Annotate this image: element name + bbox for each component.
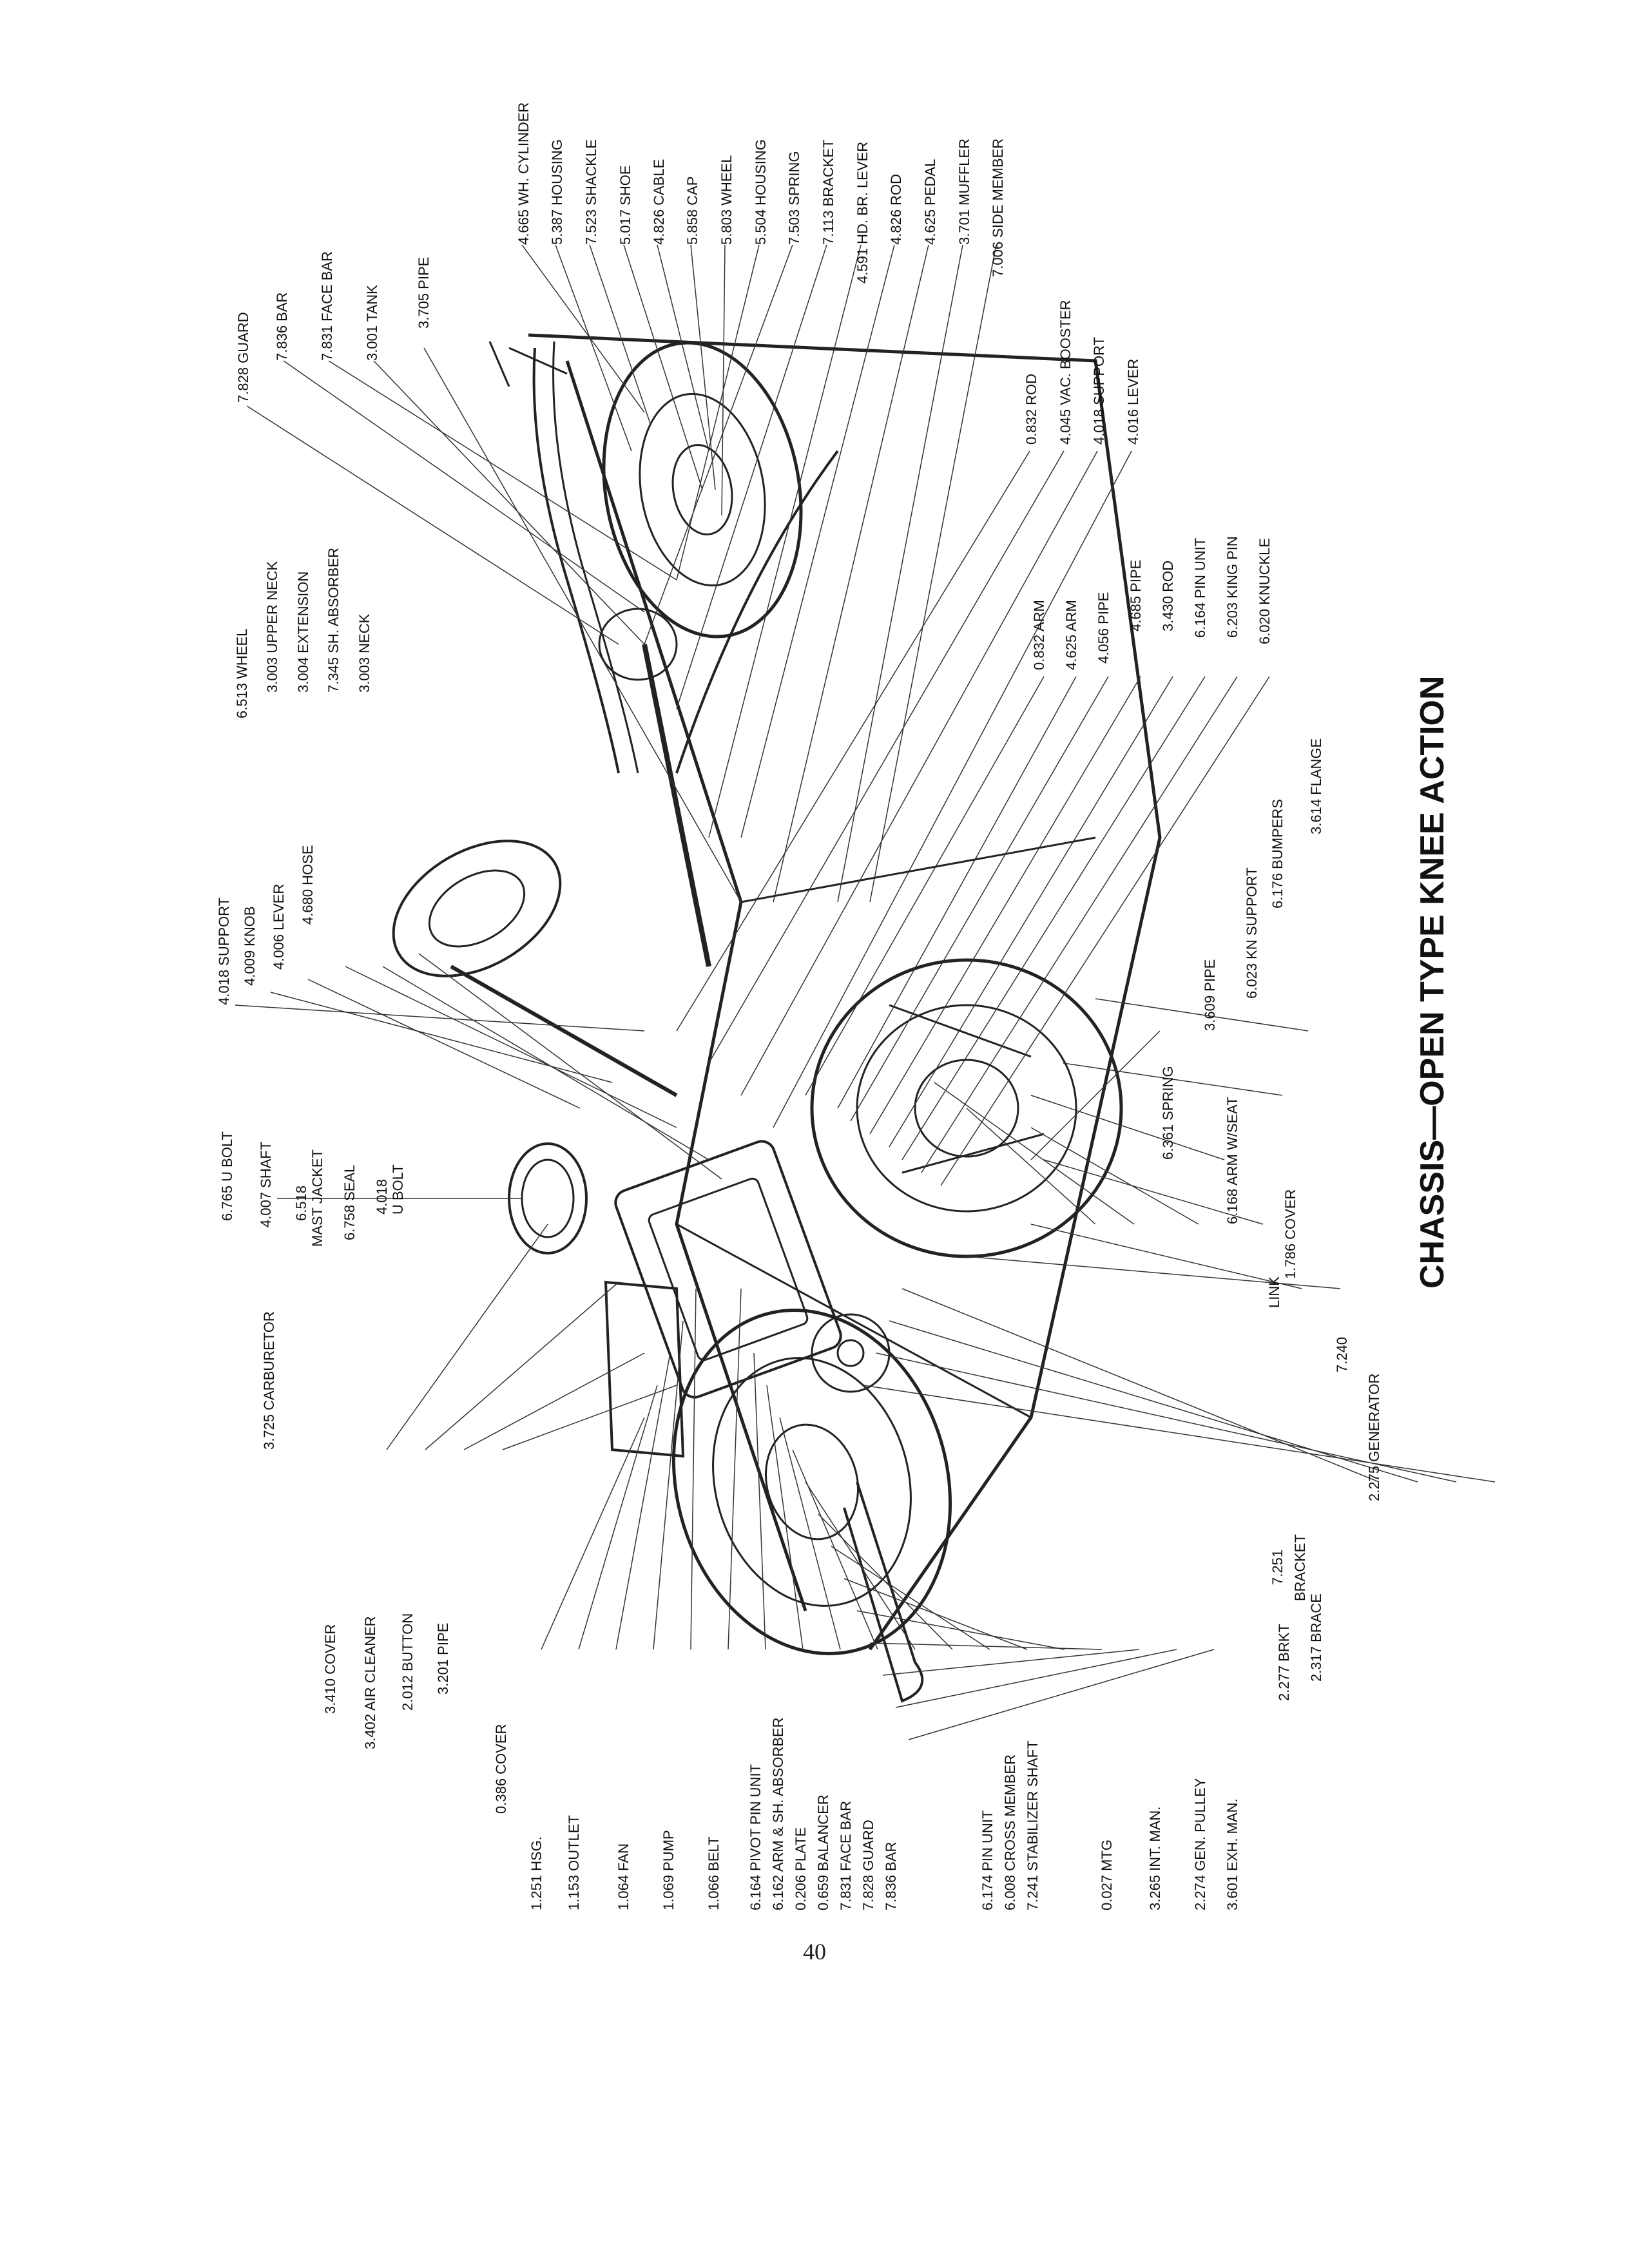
label: 3.004 EXTENSION <box>295 572 311 693</box>
label: 7.523 SHACKLE <box>583 139 599 245</box>
label: 3.003 UPPER NECK <box>264 561 280 693</box>
label: 0.832 ROD <box>1023 374 1039 445</box>
labels-steering-group: 4.018 SUPPORT 4.009 KNOB 4.006 LEVER 4.6… <box>216 536 1273 1005</box>
label: 6.164 PIN UNIT <box>1192 538 1208 638</box>
label: 6.203 KING PIN <box>1224 536 1240 638</box>
label: 4.591 HD. BR. LEVER <box>854 142 871 284</box>
label: 7.251 <box>1269 1550 1286 1585</box>
label: 2.274 GEN. PULLEY <box>1192 1778 1208 1910</box>
label: 2.275 GENERATOR <box>1366 1374 1382 1501</box>
label: 5.858 CAP <box>684 177 700 245</box>
label: 4.045 VAC. BOOSTER <box>1057 300 1074 445</box>
label: 7.345 SH. ABSORBER <box>325 548 342 693</box>
label: 0.832 ARM <box>1031 600 1047 670</box>
label: 6.008 CROSS MEMBER <box>1002 1754 1018 1910</box>
label: BRACKET <box>1292 1534 1308 1601</box>
label: 6.168 ARM W/SEAT <box>1224 1097 1240 1224</box>
label: 3.725 CARBURETOR <box>261 1311 277 1450</box>
label: 6.162 ARM & SH. ABSORBER <box>770 1717 786 1910</box>
label: 4.018 SUPPORT <box>216 898 232 1005</box>
label: 3.701 MUFFLER <box>956 139 972 245</box>
label: 1.064 FAN <box>615 1843 631 1910</box>
label: 4.009 KNOB <box>242 906 258 986</box>
label: 3.265 INT. MAN. <box>1147 1807 1163 1910</box>
label: 1.786 COVER <box>1282 1189 1298 1279</box>
label: 3.601 EXH. MAN. <box>1224 1798 1240 1910</box>
label: 3.201 PIPE <box>435 1623 451 1695</box>
label: 4.625 PEDAL <box>922 159 938 245</box>
label: 4.685 PIPE <box>1128 560 1144 631</box>
label: 6.176 BUMPERS <box>1269 799 1286 908</box>
label: 3.402 AIR CLEANER <box>362 1616 378 1749</box>
label: 3.614 FLANGE <box>1308 738 1324 834</box>
label: 6.023 KN SUPPORT <box>1244 867 1260 999</box>
chassis-illustration <box>392 333 1162 1703</box>
label: 4.018 SUPPORT <box>1091 337 1107 445</box>
page-number: 40 <box>803 1939 826 1965</box>
label: 1.069 PUMP <box>660 1830 677 1910</box>
label: 1.251 HSG. <box>528 1836 545 1910</box>
label: 3.609 PIPE <box>1202 959 1218 1031</box>
label: 2.317 BRACE <box>1308 1593 1324 1682</box>
label: 4.007 SHAFT <box>258 1142 274 1227</box>
label: 4.016 LEVER <box>1125 359 1141 445</box>
label: 6.020 KNUCKLE <box>1257 538 1273 644</box>
label: 4.680 HOSE <box>300 845 316 925</box>
label: 3.410 COVER <box>322 1624 338 1714</box>
label: U BOLT <box>390 1164 406 1215</box>
label: 7.240 <box>1334 1337 1350 1372</box>
page-title: CHASSIS—OPEN TYPE KNEE ACTION <box>1414 675 1451 1289</box>
label: MAST JACKET <box>309 1149 325 1247</box>
label: 6.361 SPRING <box>1160 1066 1176 1160</box>
label: 4.056 PIPE <box>1095 592 1112 664</box>
label: 6.765 U BOLT <box>219 1131 235 1221</box>
label: 4.018 <box>374 1179 390 1215</box>
label: LINK <box>1266 1276 1282 1308</box>
label: 6.174 PIN UNIT <box>979 1811 996 1910</box>
label: 0.659 BALANCER <box>815 1794 831 1910</box>
label: 3.003 NECK <box>356 613 372 693</box>
label: 5.387 HOUSING <box>549 139 565 245</box>
label: 7.836 BAR <box>883 1842 899 1910</box>
label: 4.006 LEVER <box>271 884 287 970</box>
leader-lines <box>235 244 1496 1740</box>
labels-engine-group: 3.410 COVER 3.402 AIR CLEANER 2.012 BUTT… <box>322 1613 1240 1910</box>
label: 6.513 WHEEL <box>234 629 250 718</box>
label: 0.386 COVER <box>493 1724 509 1814</box>
label: 0.206 PLATE <box>793 1827 809 1910</box>
label: 7.831 FACE BAR <box>319 251 335 361</box>
label: 4.826 ROD <box>888 174 904 245</box>
label: 7.241 STABILIZER SHAFT <box>1025 1740 1041 1910</box>
label: 6.758 SEAL <box>342 1165 358 1240</box>
label: 2.012 BUTTON <box>400 1613 416 1711</box>
label: 7.828 GUARD <box>860 1820 876 1910</box>
label: 7.503 SPRING <box>786 151 802 245</box>
label: 3.705 PIPE <box>416 257 432 329</box>
label: 5.803 WHEEL <box>718 155 735 245</box>
label: 7.836 BAR <box>274 293 290 361</box>
label: 6.164 PIVOT PIN UNIT <box>747 1764 764 1910</box>
labels-middle-upper-group: 6.513 WHEEL 3.003 UPPER NECK 3.004 EXTEN… <box>234 300 1141 718</box>
label: 4.625 ARM <box>1063 600 1079 670</box>
label: 5.017 SHOE <box>617 165 633 245</box>
labels-front-group: 6.765 U BOLT 4.007 SHAFT 6.518 MAST JACK… <box>219 738 1382 1701</box>
label: 5.504 HOUSING <box>753 139 769 245</box>
label: 7.828 GUARD <box>235 312 251 403</box>
label: 2.277 BRKT <box>1276 1624 1292 1701</box>
label: 7.113 BRACKET <box>820 140 836 245</box>
label: 7.006 SIDE MEMBER <box>990 139 1006 277</box>
label: 7.831 FACE BAR <box>838 1801 854 1910</box>
labels-rear-group: 7.828 GUARD 7.836 BAR 7.831 FACE BAR 3.0… <box>235 102 1006 403</box>
label: 6.518 <box>293 1186 309 1221</box>
label: 1.153 OUTLET <box>566 1815 582 1910</box>
label: 4.665 WH. CYLINDER <box>516 102 532 245</box>
label: 4.826 CABLE <box>651 159 667 245</box>
label: 3.430 ROD <box>1160 561 1176 631</box>
label: 3.001 TANK <box>364 285 380 361</box>
label: 1.066 BELT <box>706 1836 722 1910</box>
label: 0.027 MTG <box>1099 1840 1115 1910</box>
